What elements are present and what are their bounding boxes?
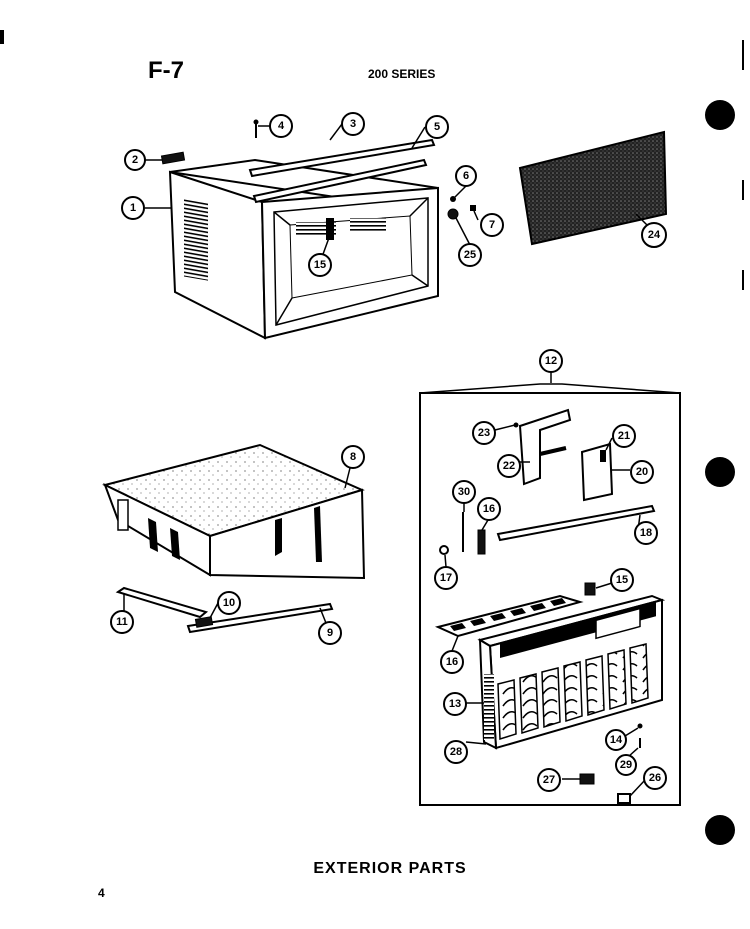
callout-24: 24: [641, 222, 667, 248]
svg-text:6: 6: [463, 170, 469, 182]
callout-3: 3: [341, 112, 365, 136]
callout-12: 12: [539, 349, 563, 373]
callout-6: 6: [455, 165, 477, 187]
svg-text:16: 16: [446, 656, 458, 668]
callout-11: 11: [110, 610, 134, 634]
svg-text:7: 7: [489, 219, 495, 231]
svg-text:11: 11: [116, 616, 128, 628]
svg-text:4: 4: [278, 120, 285, 132]
svg-text:18: 18: [640, 527, 652, 539]
callout-15-cabinet: 15: [308, 253, 332, 277]
callout-5: 5: [425, 115, 449, 139]
series-title: 200 SERIES: [368, 67, 435, 81]
svg-text:23: 23: [478, 427, 490, 439]
filter-panel: [518, 130, 668, 246]
svg-text:17: 17: [440, 572, 452, 584]
bottom-rails: [115, 586, 334, 634]
svg-text:5: 5: [434, 121, 440, 133]
binder-holes: [705, 100, 735, 845]
svg-text:29: 29: [620, 759, 632, 771]
front-panel-box: [419, 372, 681, 806]
svg-text:20: 20: [636, 466, 648, 478]
svg-text:2: 2: [132, 154, 138, 166]
callout-25: 25: [458, 243, 482, 267]
callout-8: 8: [341, 445, 365, 469]
callout-10: 10: [217, 591, 241, 615]
binder-hole-top: [705, 100, 735, 130]
svg-text:9: 9: [327, 627, 333, 639]
cabinet-assembly: [160, 119, 476, 340]
svg-text:15: 15: [616, 574, 628, 586]
grille-louvers: [497, 643, 649, 741]
page-number: 4: [98, 886, 105, 900]
svg-text:3: 3: [350, 118, 356, 130]
callout-17: 17: [434, 566, 458, 590]
callout-20: 20: [630, 460, 654, 484]
outer-cover: [102, 443, 366, 580]
svg-text:25: 25: [464, 249, 476, 261]
svg-text:26: 26: [649, 772, 661, 784]
callout-1: 1: [121, 196, 145, 220]
svg-text:16: 16: [483, 503, 495, 515]
svg-text:12: 12: [545, 355, 557, 367]
svg-text:10: 10: [223, 597, 235, 609]
svg-text:28: 28: [450, 746, 462, 758]
callout-16-louver: 16: [440, 650, 464, 674]
page-code: F-7: [148, 57, 184, 84]
callout-27: 27: [537, 768, 561, 792]
svg-text:21: 21: [618, 430, 630, 442]
callout-9: 9: [318, 621, 342, 645]
svg-text:22: 22: [503, 460, 515, 472]
callout-23: 23: [472, 421, 496, 445]
page-edge-marks: [0, 30, 744, 290]
callout-7: 7: [480, 213, 504, 237]
callout-30: 30: [452, 480, 476, 504]
callout-21: 21: [612, 424, 636, 448]
binder-hole-bottom: [705, 815, 735, 845]
svg-text:30: 30: [458, 486, 470, 498]
callout-4: 4: [269, 114, 293, 138]
callout-26: 26: [643, 766, 667, 790]
callout-14: 14: [605, 729, 627, 751]
callout-2: 2: [124, 149, 146, 171]
callout-28: 28: [444, 740, 468, 764]
leader-lines: [123, 123, 649, 797]
svg-text:1: 1: [130, 202, 136, 214]
svg-text:15: 15: [314, 259, 326, 271]
callout-18: 18: [634, 521, 658, 545]
svg-text:14: 14: [610, 734, 623, 746]
callout-15-panel: 15: [610, 568, 634, 592]
callout-16-clip: 16: [477, 497, 501, 521]
callout-29: 29: [615, 754, 637, 776]
callout-13: 13: [443, 692, 467, 716]
svg-text:27: 27: [543, 774, 555, 786]
callout-22: 22: [497, 454, 521, 478]
svg-text:24: 24: [648, 229, 661, 241]
binder-hole-middle: [705, 457, 735, 487]
svg-text:8: 8: [350, 451, 356, 463]
diagram-caption: EXTERIOR PARTS: [313, 860, 466, 877]
svg-text:13: 13: [449, 698, 461, 710]
